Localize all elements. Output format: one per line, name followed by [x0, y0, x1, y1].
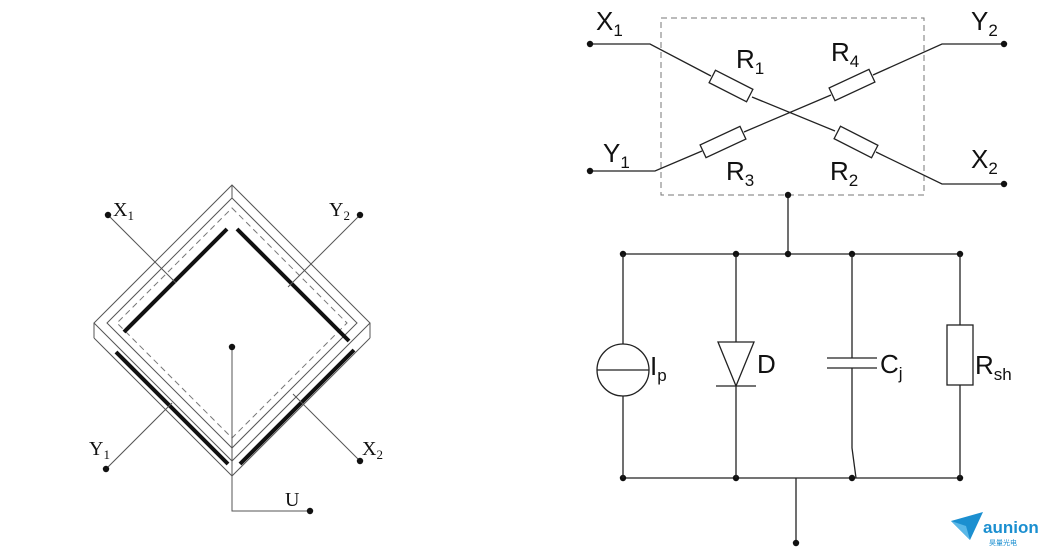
- circuit-label-x2: X2: [971, 144, 998, 178]
- circuit-label-x1: X1: [596, 6, 623, 40]
- resistor-network-box: [660, 17, 925, 196]
- box-junction-dot: [784, 191, 792, 199]
- sensor-label-x2: X2: [362, 438, 383, 462]
- logo-cn: 昊量光电: [989, 538, 1017, 547]
- top-bus-dot-mid: [784, 250, 792, 258]
- circuit-label-d: D: [757, 349, 776, 379]
- current-source-ip: [596, 254, 650, 478]
- circuit-label-cj: Cj: [880, 349, 903, 383]
- sensor-label-y1: Y1: [89, 438, 110, 462]
- resistor-r1: [708, 69, 754, 103]
- sensor-label-x1: X1: [113, 199, 134, 223]
- circuit-label-y2: Y2: [971, 6, 998, 40]
- circuit-terminal-y1-dot: [586, 167, 594, 175]
- terminal-y2-dot: [356, 211, 364, 219]
- sensor-label-y2: Y2: [329, 199, 350, 223]
- circuit-terminal-x2-dot: [1000, 180, 1008, 188]
- circuit-label-rsh: Rsh: [975, 350, 1012, 384]
- resistor-r3: [699, 125, 747, 159]
- terminal-u-dot: [306, 507, 314, 515]
- circuit-label-r3: R3: [726, 156, 754, 190]
- terminal-x2-dot: [356, 457, 364, 465]
- sensor-leads: [105, 214, 361, 512]
- logo-name: aunion: [983, 518, 1039, 537]
- circuit-label-r1: R1: [736, 44, 764, 78]
- terminal-y1-dot: [102, 465, 110, 473]
- circuit-terminal-y2-dot: [1000, 40, 1008, 48]
- circuit-label-r2: R2: [830, 156, 858, 190]
- sensor-center-dot: [228, 343, 236, 351]
- quadrant-sensor: X1 Y2 Y1 X2 U: [89, 184, 383, 515]
- wire-y1-y2: [590, 43, 1004, 172]
- resistor-r4: [828, 68, 876, 102]
- circuit-terminal-x1-dot: [586, 40, 594, 48]
- terminal-x1-dot: [104, 211, 112, 219]
- resistor-rsh: [946, 254, 974, 478]
- paper-plane-icon: [951, 512, 983, 540]
- diode-d: [716, 254, 756, 478]
- circuit-label-ip: Ip: [650, 351, 667, 385]
- circuit-label-r4: R4: [831, 37, 859, 71]
- circuit-label-y1: Y1: [603, 138, 630, 172]
- wire-x1-x2: [590, 43, 1004, 185]
- equivalent-circuit: X1 Y1 Y2 X2 R1 R4 R3 R2 Ip: [586, 6, 1012, 547]
- resistor-r2: [833, 125, 879, 159]
- bottom-bus-dot-cj: [848, 474, 856, 482]
- output-terminal-dot: [792, 539, 800, 547]
- sensor-label-u: U: [285, 489, 300, 511]
- brand-logo: aunion 昊量光电: [951, 512, 1039, 547]
- capacitor-cj: [827, 254, 877, 479]
- sensor-electrodes: [114, 227, 356, 466]
